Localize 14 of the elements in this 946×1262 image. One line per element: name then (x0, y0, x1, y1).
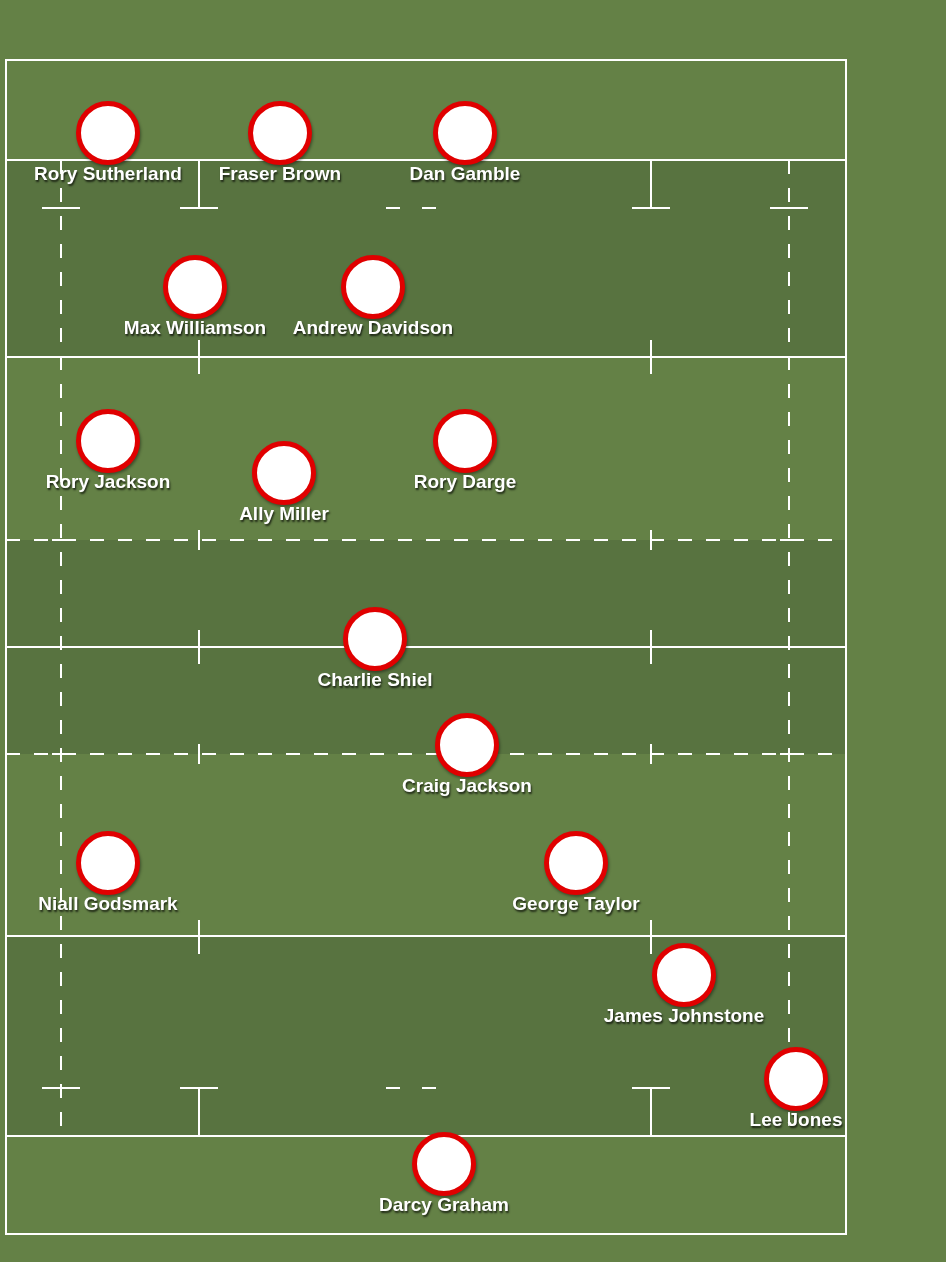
player-name: Max Williamson (123, 317, 267, 339)
player-name: George Taylor (512, 893, 640, 915)
player-name: Darcy Graham (379, 1194, 509, 1216)
player-name: Andrew Davidson (292, 317, 454, 339)
player-name: Rory Darge (413, 471, 517, 493)
player-name: Craig Jackson (402, 775, 532, 797)
player-name: James Johnstone (603, 1005, 765, 1027)
player-name: Ally Miller (239, 503, 329, 525)
player-name: Charlie Shiel (317, 669, 433, 691)
player-name: Fraser Brown (218, 163, 342, 185)
player-name: Dan Gamble (409, 163, 521, 185)
player-name: Niall Godsmark (38, 893, 178, 915)
player-name: Rory Sutherland (34, 163, 182, 185)
player-name: Rory Jackson (45, 471, 171, 493)
